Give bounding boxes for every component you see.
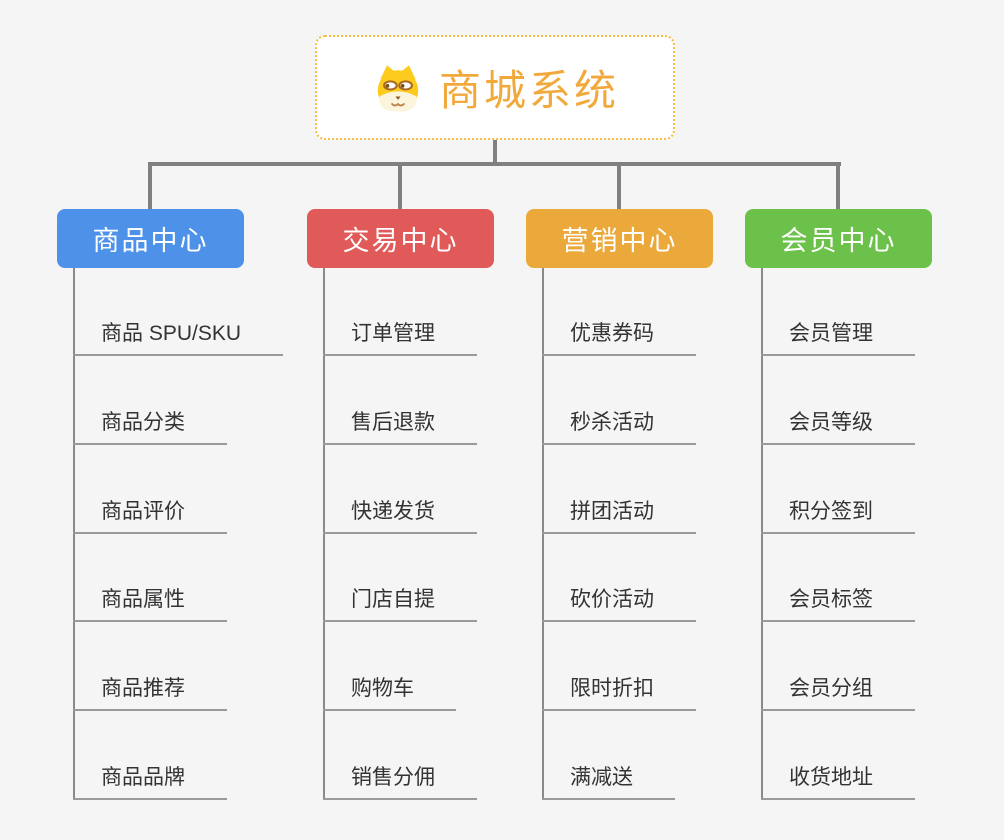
- branch-child-line-marketing-center: [542, 268, 544, 800]
- child-item-product-center-1[interactable]: 商品 SPU/SKU: [73, 317, 284, 356]
- child-item-member-center-6[interactable]: 收货地址: [761, 761, 915, 800]
- branch-node-trade-center[interactable]: 交易中心: [307, 209, 494, 268]
- doge-icon: [377, 64, 419, 112]
- child-item-trade-center-1[interactable]: 订单管理: [323, 317, 477, 356]
- child-item-member-center-2[interactable]: 会员等级: [761, 406, 915, 445]
- child-item-trade-center-5[interactable]: 购物车: [323, 672, 456, 711]
- child-item-marketing-center-1[interactable]: 优惠券码: [542, 317, 696, 356]
- child-item-member-center-1[interactable]: 会员管理: [761, 317, 915, 356]
- child-item-trade-center-4[interactable]: 门店自提: [323, 583, 477, 622]
- child-item-product-center-2[interactable]: 商品分类: [73, 406, 227, 445]
- child-item-marketing-center-3[interactable]: 拼团活动: [542, 495, 696, 534]
- connector-drop-3: [617, 166, 621, 209]
- child-item-marketing-center-5[interactable]: 限时折扣: [542, 672, 696, 711]
- child-item-product-center-5[interactable]: 商品推荐: [73, 672, 227, 711]
- branch-child-line-product-center: [73, 268, 75, 800]
- child-item-marketing-center-6[interactable]: 满减送: [542, 761, 675, 800]
- branch-child-line-trade-center: [323, 268, 325, 800]
- child-item-trade-center-6[interactable]: 销售分佣: [323, 761, 477, 800]
- child-item-trade-center-3[interactable]: 快递发货: [323, 495, 477, 534]
- child-item-member-center-3[interactable]: 积分签到: [761, 495, 915, 534]
- child-item-product-center-4[interactable]: 商品属性: [73, 583, 227, 622]
- connector-bus: [148, 162, 841, 166]
- child-item-member-center-4[interactable]: 会员标签: [761, 583, 915, 622]
- connector-root-stem: [493, 138, 497, 164]
- child-item-marketing-center-2[interactable]: 秒杀活动: [542, 406, 696, 445]
- child-item-product-center-6[interactable]: 商品品牌: [73, 761, 227, 800]
- connector-drop-4: [836, 166, 840, 209]
- connector-drop-2: [398, 166, 402, 209]
- root-node[interactable]: 商城系统: [315, 35, 675, 140]
- branch-node-member-center[interactable]: 会员中心: [745, 209, 932, 268]
- connector-drop-1: [148, 166, 152, 209]
- root-title: 商城系统: [438, 67, 619, 114]
- child-item-marketing-center-4[interactable]: 砍价活动: [542, 583, 696, 622]
- child-item-trade-center-2[interactable]: 售后退款: [323, 406, 477, 445]
- branch-child-line-member-center: [761, 268, 763, 800]
- branch-node-marketing-center[interactable]: 营销中心: [526, 209, 713, 268]
- child-item-product-center-3[interactable]: 商品评价: [73, 495, 227, 534]
- branch-node-product-center[interactable]: 商品中心: [57, 209, 244, 268]
- child-item-member-center-5[interactable]: 会员分组: [761, 672, 915, 711]
